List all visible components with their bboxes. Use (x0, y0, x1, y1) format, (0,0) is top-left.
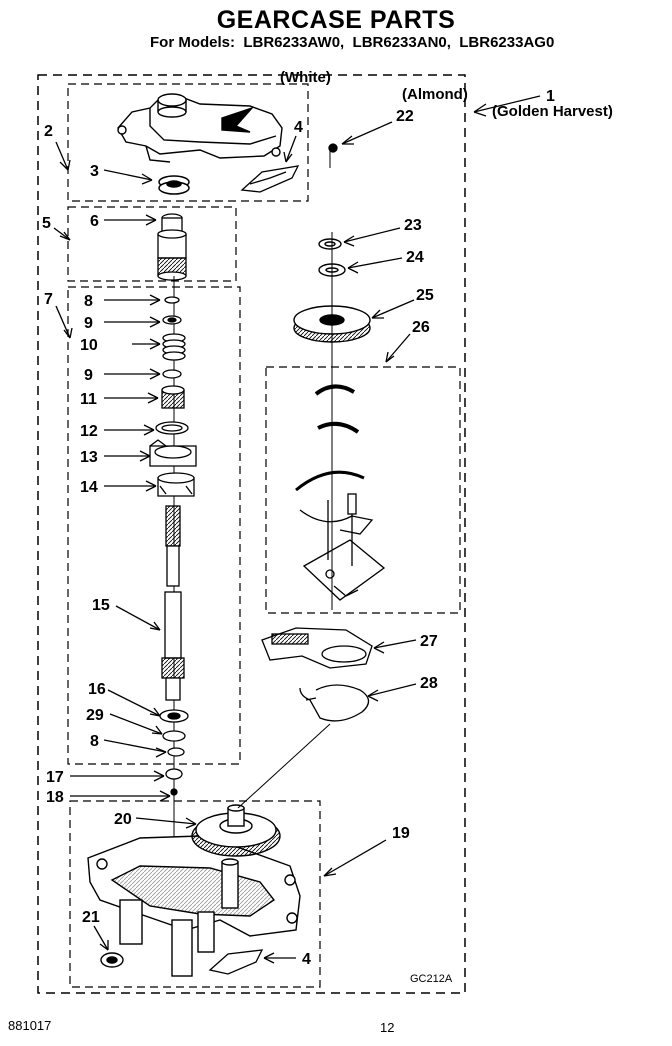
callout-1: 1 (546, 88, 555, 105)
gearcase-housing (87, 835, 301, 977)
grease-packet-top (240, 165, 300, 193)
callout-labels: 1 2 3 4 22 5 6 23 24 25 26 7 8 9 10 9 11… (42, 88, 555, 968)
gearcase-cover (117, 93, 283, 163)
leader-lines (53, 95, 541, 964)
callout-27: 27 (420, 633, 438, 650)
callout-24: 24 (406, 249, 424, 266)
callout-4-top: 4 (294, 119, 303, 136)
callout-4-bottom: 4 (302, 951, 311, 968)
shaft-15 (161, 505, 185, 701)
grease-packet-bottom (208, 949, 264, 975)
diagram-code: GC212A (410, 973, 453, 985)
ball-18 (170, 788, 178, 796)
lower-washers (159, 709, 189, 796)
callout-8-bottom: 8 (90, 733, 99, 750)
part-13 (149, 439, 197, 467)
ring-8-bottom (167, 747, 185, 757)
color-white: (White) (280, 69, 331, 86)
callout-14: 14 (80, 479, 98, 496)
group-box-19 (69, 800, 321, 988)
callout-12: 12 (80, 423, 98, 440)
group-box-26 (265, 366, 461, 614)
bushing-21 (100, 952, 124, 968)
footer-code: 881017 (8, 1018, 52, 1033)
callout-21: 21 (82, 909, 100, 926)
callout-25: 25 (416, 287, 434, 304)
spring-10 (162, 333, 186, 361)
bearing-17 (165, 768, 183, 780)
stack-parts (149, 296, 197, 497)
washer-9-mid (162, 369, 182, 379)
callout-6: 6 (90, 213, 99, 230)
clutch-11 (161, 385, 185, 409)
callout-26: 26 (412, 319, 430, 336)
callout-15: 15 (92, 597, 110, 614)
model-list: For Models: LBR6233AW0, LBR6233AN0, LBR6… (150, 34, 555, 51)
ring-8-top (164, 296, 180, 304)
callout-16: 16 (88, 681, 106, 698)
page-title: GEARCASE PARTS (216, 6, 456, 34)
callout-5: 5 (42, 215, 51, 232)
bearing-3 (158, 175, 190, 195)
color-golden-harvest: (Golden Harvest) (492, 103, 613, 120)
gear-20 (191, 804, 281, 857)
callout-20: 20 (114, 811, 132, 828)
callout-19: 19 (392, 825, 410, 842)
callout-29: 29 (86, 707, 104, 724)
callout-9-top: 9 (84, 315, 93, 332)
part-28 (299, 684, 370, 722)
washer-29 (162, 730, 186, 742)
part-14 (157, 472, 195, 497)
color-list: (White) (Almond) (Golden Harvest) (280, 52, 613, 120)
callout-23: 23 (404, 217, 422, 234)
callout-28: 28 (420, 675, 438, 692)
callout-2: 2 (44, 123, 53, 140)
pinion-6 (157, 213, 187, 281)
callout-18: 18 (46, 789, 64, 806)
callout-10: 10 (80, 337, 98, 354)
callout-22: 22 (396, 108, 414, 125)
page-number: 12 (380, 1020, 395, 1035)
callout-17: 17 (46, 769, 64, 786)
screw-22 (328, 143, 338, 153)
group-box-7 (67, 286, 241, 765)
color-almond: (Almond) (402, 86, 468, 103)
assembly-box (37, 74, 466, 994)
group-box-2 (67, 83, 309, 202)
part-27 (261, 627, 373, 669)
assembly-26 (295, 384, 386, 601)
callout-8-top: 8 (84, 293, 93, 310)
callout-13: 13 (80, 449, 98, 466)
callout-11: 11 (80, 391, 97, 408)
callout-9-mid: 9 (84, 367, 93, 384)
callout-3: 3 (90, 163, 99, 180)
callout-7: 7 (44, 291, 53, 308)
group-box-5 (67, 206, 237, 282)
